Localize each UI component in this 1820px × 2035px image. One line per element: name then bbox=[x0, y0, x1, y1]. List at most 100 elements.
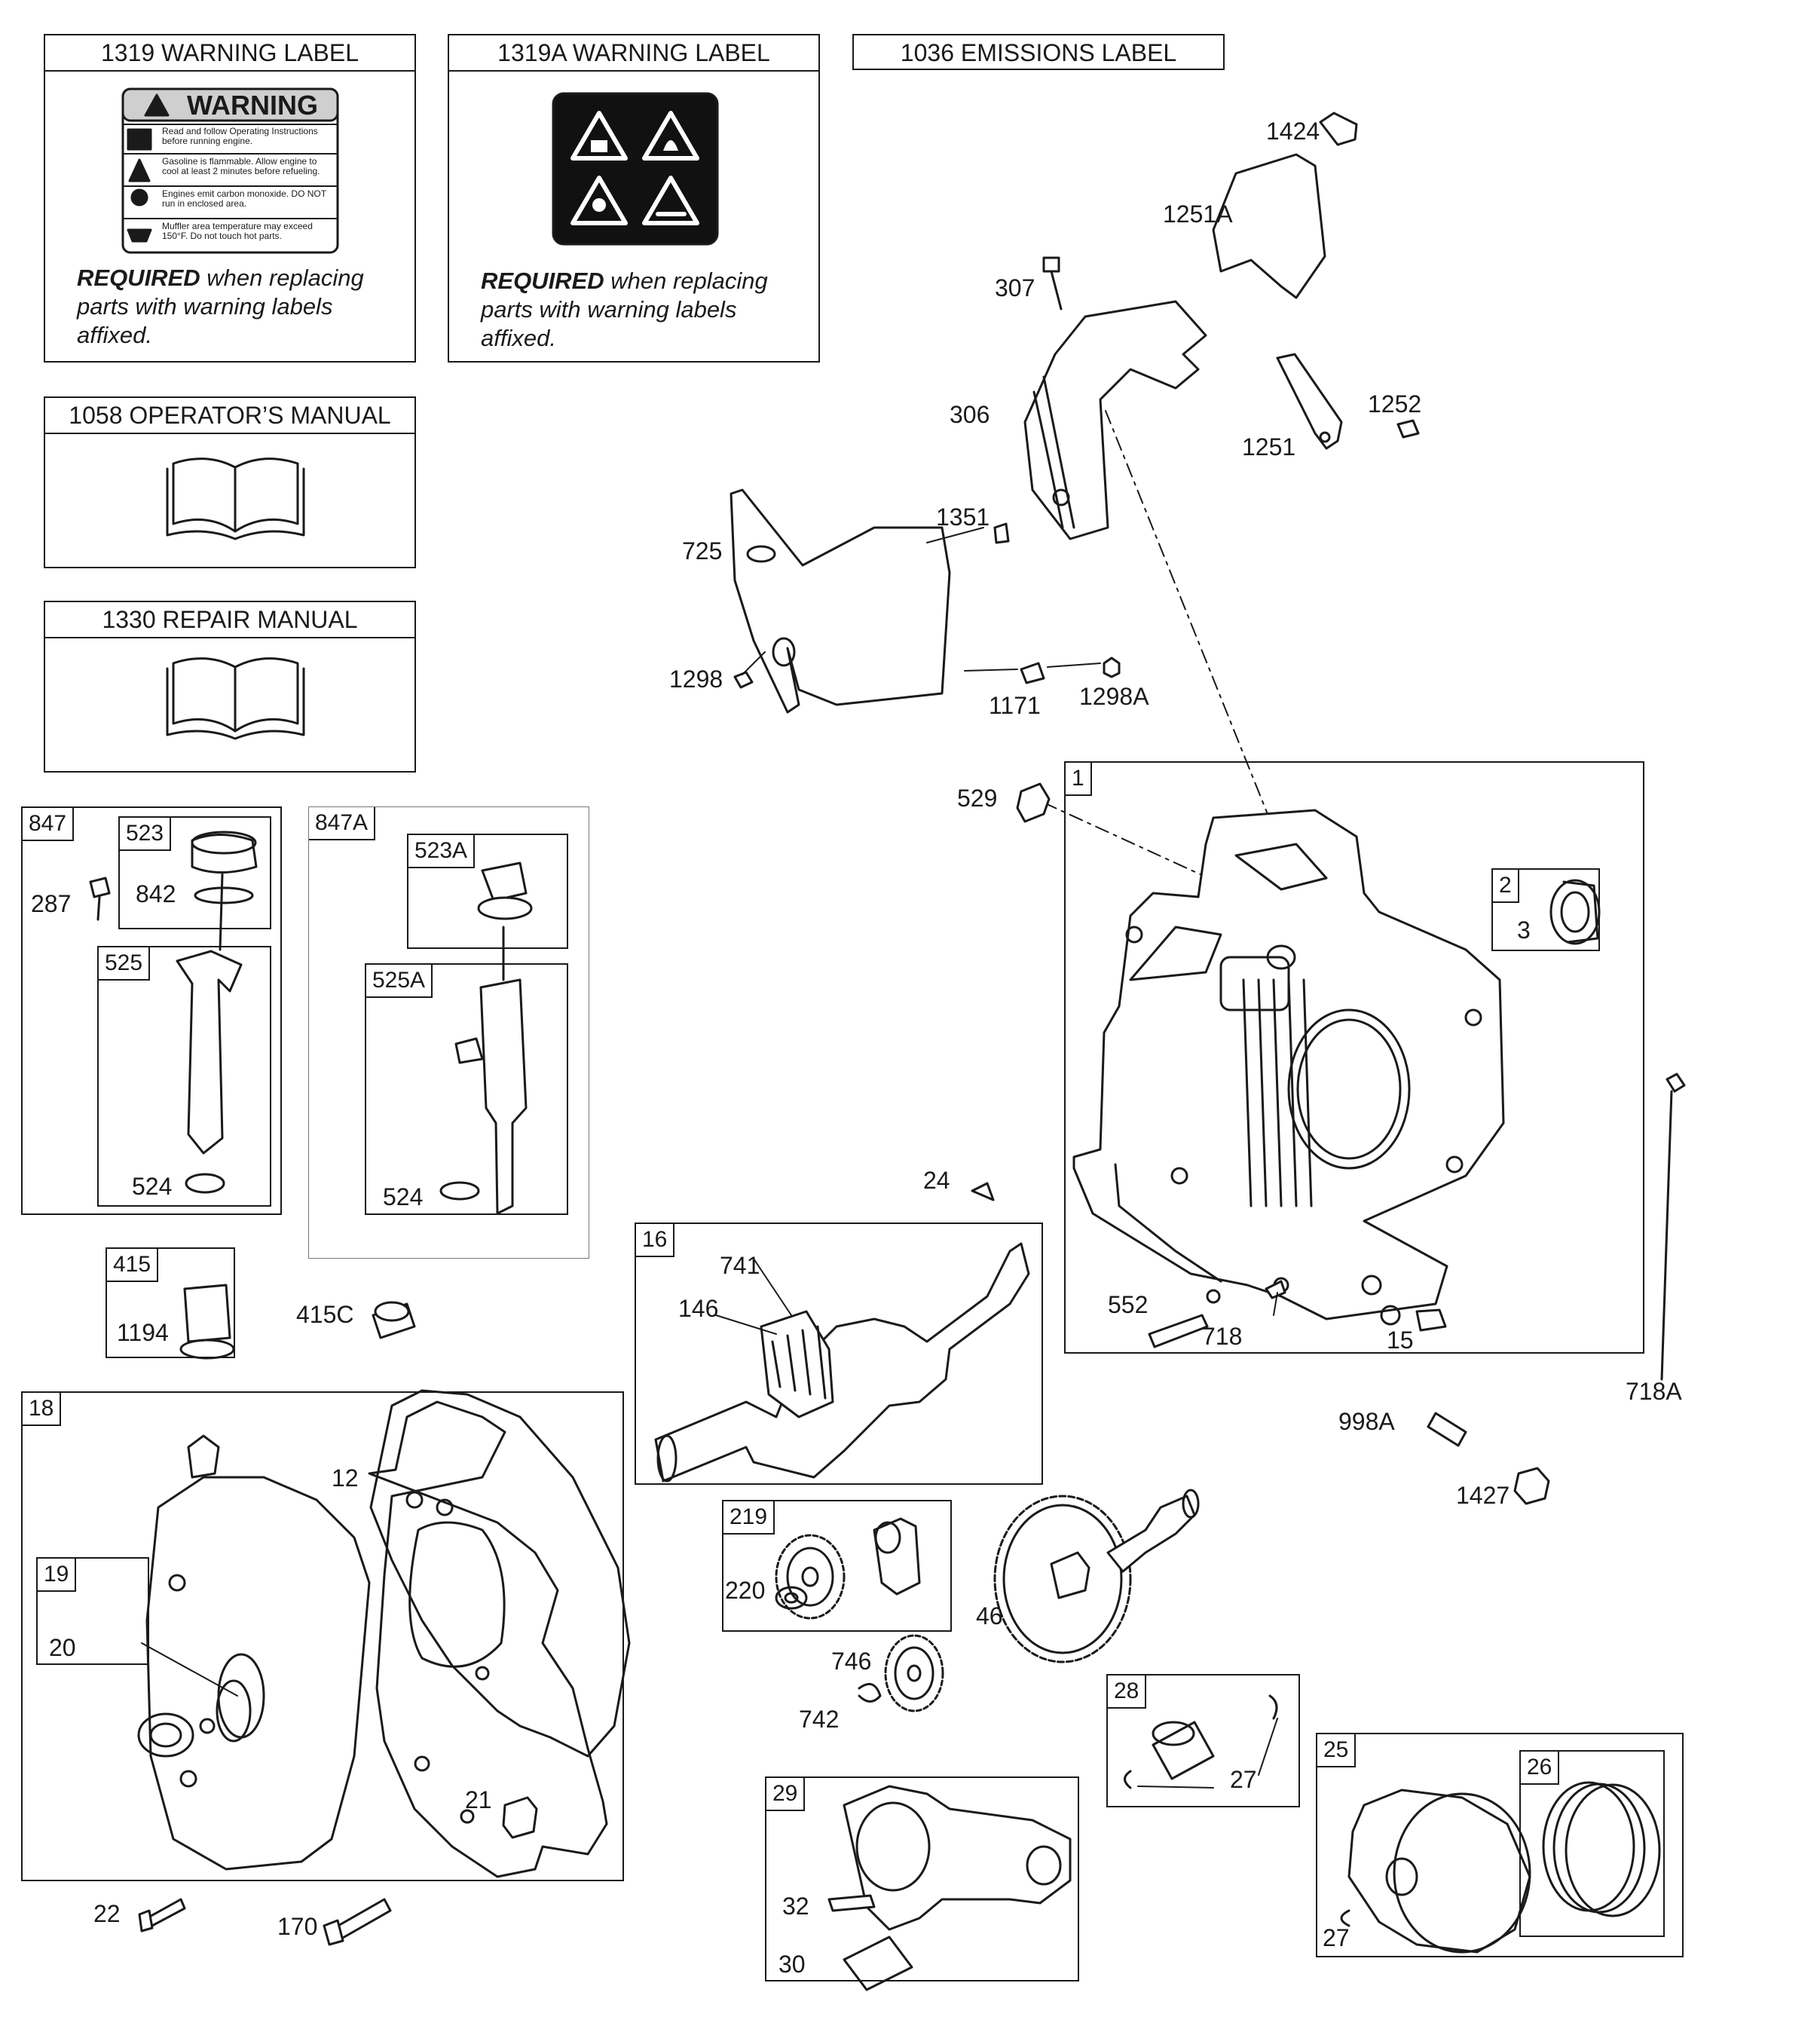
part-label-552: 552 bbox=[1108, 1291, 1149, 1318]
warning-line-3: Engines emit carbon monoxide. DO NOT run… bbox=[162, 188, 326, 209]
dipstick-847a-illustration bbox=[439, 861, 533, 1215]
warning-label-title: WARNING bbox=[187, 90, 318, 121]
gear-746-illustration bbox=[858, 1634, 944, 1712]
group-box-19: 19 bbox=[36, 1557, 149, 1665]
group-box-1: 1 bbox=[1064, 761, 1644, 1354]
required-note-1319: REQUIRED when replacing parts with warni… bbox=[77, 265, 364, 348]
book-icon-1330 bbox=[166, 657, 305, 740]
group-box-525a: 525A bbox=[365, 963, 568, 1215]
bolts-22-170-illustration bbox=[138, 1898, 392, 1946]
piston-rings-26-illustration bbox=[1542, 1781, 1661, 1917]
part-label-718a: 718A bbox=[1626, 1378, 1682, 1405]
group-box-16: 16 bbox=[635, 1223, 1043, 1485]
group-box-2: 2 bbox=[1491, 868, 1600, 951]
part-label-220: 220 bbox=[725, 1577, 766, 1604]
box-header-1319: 1319 WARNING LABEL bbox=[45, 35, 414, 72]
required-note-1319a: REQUIRED when replacing parts with warni… bbox=[481, 268, 768, 351]
part-label-725: 725 bbox=[682, 537, 723, 565]
part-label-1298: 1298 bbox=[669, 666, 723, 693]
piston-25-illustration bbox=[1340, 1789, 1531, 1954]
warning-line-4: Muffler area temperature may exceed 150°… bbox=[162, 221, 313, 241]
part-label-170: 170 bbox=[277, 1913, 318, 1940]
part-label-998a: 998A bbox=[1338, 1408, 1395, 1435]
part-label-415c: 415C bbox=[296, 1301, 354, 1328]
part-label-146: 146 bbox=[678, 1295, 719, 1322]
part-label-746: 746 bbox=[831, 1648, 872, 1675]
part-label-1427: 1427 bbox=[1456, 1482, 1510, 1509]
group-box-25: 25 bbox=[1316, 1733, 1684, 1957]
warning-icons-illustration bbox=[552, 92, 719, 246]
part-label-24: 24 bbox=[923, 1167, 950, 1194]
book-icon-1058 bbox=[166, 457, 305, 540]
part-label-1171: 1171 bbox=[989, 692, 1041, 719]
part-label-27-a: 27 bbox=[1323, 1924, 1350, 1951]
bracket-1251-illustration bbox=[1276, 353, 1343, 450]
part-label-1351: 1351 bbox=[936, 503, 990, 531]
part-label-842: 842 bbox=[136, 880, 176, 907]
wrist-pin-28-illustration bbox=[1124, 1694, 1278, 1789]
part-label-306: 306 bbox=[950, 401, 990, 428]
warning-label-illustration bbox=[121, 87, 339, 254]
shroud-725-illustration bbox=[730, 488, 951, 714]
part-label-30: 30 bbox=[778, 1951, 806, 1978]
camshaft-46-illustration bbox=[993, 1489, 1200, 1663]
connecting-rod-29-illustration bbox=[827, 1785, 1072, 1991]
group-box-847: 847 bbox=[21, 806, 282, 1215]
part-label-307: 307 bbox=[995, 274, 1035, 301]
group-box-18: 18 bbox=[21, 1391, 624, 1881]
part-label-524-a: 524 bbox=[383, 1183, 424, 1210]
warning-label-1319a-box: 1319A WARNING LABEL bbox=[448, 34, 820, 363]
crankcase-cover-illustration bbox=[137, 1400, 608, 1878]
part-label-20: 20 bbox=[49, 1634, 76, 1661]
group-box-523: 523 bbox=[118, 816, 271, 929]
stud-998a-illustration bbox=[1427, 1412, 1550, 1505]
leader-lines bbox=[742, 527, 1101, 675]
shroud-1251a-illustration bbox=[1212, 112, 1358, 299]
repair-manual-1330-box: 1330 REPAIR MANUAL bbox=[44, 601, 416, 773]
warning-label-1319-box: 1319 WARNING LABEL bbox=[44, 34, 416, 363]
group-box-29: 29 bbox=[765, 1776, 1079, 1981]
part-label-741: 741 bbox=[720, 1252, 760, 1279]
nut-529-illustration bbox=[1016, 782, 1051, 823]
warning-line-1: Read and follow Operating Instructions b… bbox=[162, 126, 318, 146]
part-label-1298a: 1298A bbox=[1079, 683, 1149, 710]
dipstick-847-illustration bbox=[89, 831, 258, 1194]
group-box-26: 26 bbox=[1519, 1750, 1665, 1937]
part-label-524: 524 bbox=[132, 1173, 173, 1200]
part-label-1194: 1194 bbox=[117, 1319, 169, 1346]
part-label-32: 32 bbox=[782, 1893, 809, 1920]
crankcase-block-illustration bbox=[1072, 809, 1505, 1326]
dowel-pins-illustration bbox=[1148, 1280, 1447, 1348]
group-box-415: 415 bbox=[106, 1247, 235, 1358]
part-label-1424: 1424 bbox=[1266, 118, 1320, 145]
part-label-1251: 1251 bbox=[1242, 433, 1296, 461]
part-label-15: 15 bbox=[1387, 1327, 1414, 1354]
box-header-1058: 1058 OPERATOR’S MANUAL bbox=[45, 398, 414, 434]
operators-manual-1058-box: 1058 OPERATOR’S MANUAL bbox=[44, 396, 416, 568]
plugs-415-illustration bbox=[179, 1284, 416, 1360]
box-header-1036: 1036 EMISSIONS LABEL bbox=[900, 39, 1177, 66]
crankshaft-illustration bbox=[654, 1242, 1030, 1483]
emissions-label-1036-box: 1036 EMISSIONS LABEL bbox=[852, 34, 1225, 70]
small-hardware-illustration bbox=[733, 256, 1420, 689]
part-label-287: 287 bbox=[31, 890, 72, 917]
group-box-219: 219 bbox=[722, 1500, 952, 1632]
blower-housing-306-illustration bbox=[1023, 300, 1207, 540]
group-box-28: 28 bbox=[1106, 1674, 1300, 1807]
group-box-525: 525 bbox=[97, 946, 271, 1207]
part-label-27: 27 bbox=[1230, 1766, 1257, 1793]
part-label-12: 12 bbox=[332, 1464, 359, 1492]
box-header-1319a: 1319A WARNING LABEL bbox=[449, 35, 818, 72]
governor-gear-219-illustration bbox=[775, 1517, 921, 1620]
part-label-742: 742 bbox=[799, 1706, 840, 1733]
part-label-46: 46 bbox=[976, 1602, 1003, 1630]
part-label-1251a: 1251A bbox=[1163, 200, 1233, 228]
key-24-illustration bbox=[971, 1182, 995, 1201]
breather-21-illustration bbox=[502, 1796, 538, 1839]
part-label-718: 718 bbox=[1202, 1323, 1243, 1350]
part-label-3: 3 bbox=[1517, 917, 1531, 944]
warning-line-2: Gasoline is flammable. Allow engine to c… bbox=[162, 156, 320, 176]
part-label-22: 22 bbox=[93, 1900, 121, 1927]
part-label-529: 529 bbox=[957, 785, 998, 812]
